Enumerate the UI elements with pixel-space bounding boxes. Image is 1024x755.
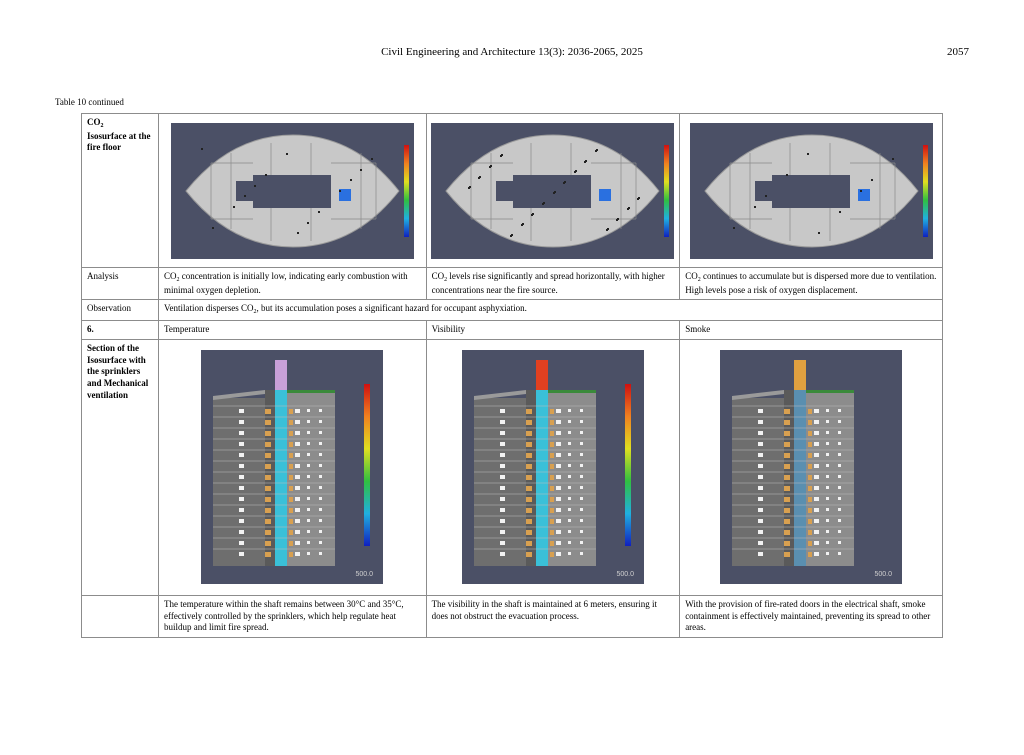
- table-row-section-images: Section of the Isosurface with the sprin…: [81, 338, 943, 596]
- temperature-section-image: 500.0: [158, 338, 427, 596]
- table-row-section-descriptions: The temperature within the shaft remains…: [81, 594, 943, 639]
- temperature-description: The temperature within the shaft remains…: [158, 594, 427, 639]
- section-frame-label: 500.0: [875, 571, 893, 578]
- section-frame-label: 500.0: [616, 571, 634, 578]
- smoke-section-image: 500.0: [679, 338, 943, 596]
- visibility-section-render: 500.0: [461, 350, 644, 585]
- table-row-co2-isosurface: CO2 Isosurface at the fire floor: [81, 113, 943, 268]
- analysis-cell-3: CO2 continues to accumulate but is dispe…: [679, 266, 943, 301]
- row-label-co2: CO2 Isosurface at the fire floor: [81, 113, 159, 268]
- co2-isosurface-plan-3: [689, 122, 933, 259]
- page-number: 2057: [947, 46, 969, 58]
- observation-cell: Ventilation disperses CO2, but its accum…: [158, 299, 943, 322]
- visibility-section-image: 500.0: [425, 338, 681, 596]
- table-row-observation: Observation Ventilation disperses CO2, b…: [81, 299, 943, 322]
- table-row-section6-header: 6. Temperature Visibility Smoke: [81, 320, 943, 340]
- co2-plan-image-early: [158, 113, 427, 268]
- column-header-visibility: Visibility: [425, 320, 681, 340]
- row-label-section-isosurface: Section of the Isosurface with the sprin…: [81, 338, 159, 596]
- smoke-section-render: 500.0: [720, 350, 903, 585]
- analysis-cell-2: CO2 levels rise significantly and spread…: [425, 266, 681, 301]
- row-label-empty: [81, 594, 159, 639]
- journal-citation: Civil Engineering and Architecture 13(3)…: [381, 46, 643, 58]
- row-label-observation: Observation: [81, 299, 159, 322]
- column-header-temperature: Temperature: [158, 320, 427, 340]
- table-row-analysis: Analysis CO2 concentration is initially …: [81, 266, 943, 301]
- results-table: CO2 Isosurface at the fire floor Analysi…: [81, 113, 943, 639]
- co2-plan-image-mid: [425, 113, 681, 268]
- co2-isosurface-plan-2: [431, 122, 675, 259]
- co2-isosurface-plan-1: [170, 122, 414, 259]
- temperature-section-render: 500.0: [201, 350, 384, 585]
- visibility-description: The visibility in the shaft is maintaine…: [425, 594, 681, 639]
- row-label-analysis: Analysis: [81, 266, 159, 301]
- analysis-cell-1: CO2 concentration is initially low, indi…: [158, 266, 427, 301]
- section-frame-label: 500.0: [356, 571, 374, 578]
- co2-plan-image-late: [679, 113, 943, 268]
- row-number-6: 6.: [81, 320, 159, 340]
- column-header-smoke: Smoke: [679, 320, 943, 340]
- table-caption: Table 10 continued: [55, 97, 124, 107]
- smoke-description: With the provision of fire-rated doors i…: [679, 594, 943, 639]
